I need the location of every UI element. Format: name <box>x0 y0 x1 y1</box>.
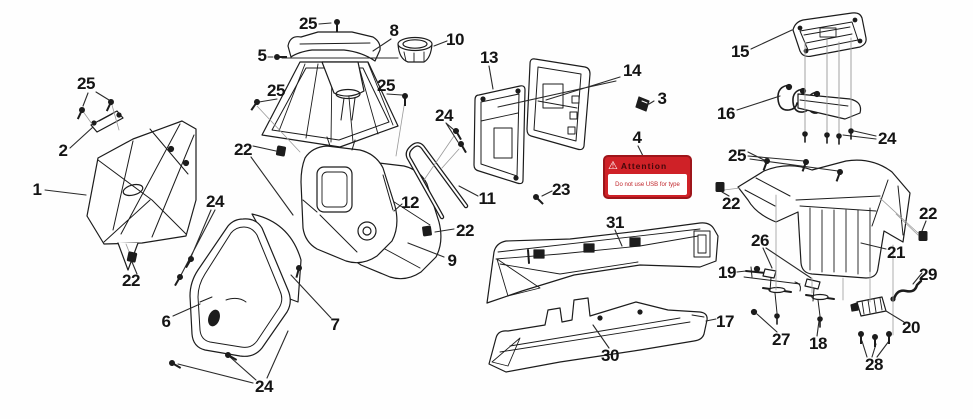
part-11-art <box>405 142 469 220</box>
part-2-art <box>90 110 124 133</box>
part-label-4: 4 <box>632 128 642 147</box>
part-label-30: 30 <box>601 346 619 365</box>
part-30-art <box>488 297 708 373</box>
part-label-9: 9 <box>447 251 457 270</box>
part-label-21: 21 <box>887 243 905 262</box>
part-13-art <box>473 85 526 185</box>
part-1-art <box>86 120 197 271</box>
part-31-art <box>486 222 719 304</box>
part-6-art <box>189 218 291 357</box>
part-3-art <box>635 96 650 112</box>
part-label-13: 13 <box>480 48 498 67</box>
part-label-14: 14 <box>623 61 641 80</box>
warning-body-text: Do not use USB for type <box>608 174 687 195</box>
part-20-art <box>850 296 887 317</box>
part-26-art <box>762 268 821 302</box>
part-label-11: 11 <box>478 189 496 208</box>
part-27-18-hardware <box>750 286 835 317</box>
part-label-25: 25 <box>377 76 395 95</box>
part-label-20: 20 <box>902 318 920 337</box>
leader-lines <box>44 22 927 384</box>
part-label-27: 27 <box>772 330 790 349</box>
part-label-24: 24 <box>878 129 896 148</box>
part-label-7: 7 <box>330 315 340 334</box>
part-label-25: 25 <box>728 146 746 165</box>
part-8-art <box>261 31 399 148</box>
part-label-10: 10 <box>446 30 464 49</box>
part-label-24: 24 <box>206 192 224 211</box>
part-label-24: 24 <box>435 106 453 125</box>
part-label-23: 23 <box>552 180 570 199</box>
part-label-8: 8 <box>389 21 399 40</box>
part-label-22: 22 <box>919 204 937 223</box>
warning-title: Attention <box>620 161 668 171</box>
part-label-22: 22 <box>722 194 740 213</box>
part-label-15: 15 <box>731 42 749 61</box>
part-label-26: 26 <box>751 231 769 250</box>
part-label-2: 2 <box>58 141 68 160</box>
part-29-art <box>890 279 923 302</box>
part-label-22: 22 <box>122 271 140 290</box>
part-14-art <box>526 58 591 151</box>
part-label-31: 31 <box>606 213 624 232</box>
part-label-29: 29 <box>919 265 937 284</box>
part-label-25: 25 <box>77 74 95 93</box>
part-15-art <box>792 12 867 58</box>
part-12-art <box>300 136 398 264</box>
part-label-5: 5 <box>257 46 267 65</box>
part-label-12: 12 <box>401 193 419 212</box>
part-label-6: 6 <box>161 312 171 331</box>
part-19-art <box>743 265 801 292</box>
part-label-22: 22 <box>456 221 474 240</box>
part-label-25: 25 <box>267 81 285 100</box>
part-label-16: 16 <box>717 104 735 123</box>
part-label-1: 1 <box>32 180 42 199</box>
warning-triangle-icon: ⚠ <box>608 159 618 172</box>
part-label-18: 18 <box>809 334 827 353</box>
part-label-19: 19 <box>718 263 736 282</box>
part-21-art <box>737 159 911 279</box>
part-label-3: 3 <box>657 89 667 108</box>
part-16-art <box>777 83 862 120</box>
part-label-17: 17 <box>716 312 734 331</box>
part-10-art <box>397 36 433 63</box>
part-label-28: 28 <box>865 355 883 374</box>
part-label-25: 25 <box>299 14 317 33</box>
warning-sticker-header: ⚠ Attention <box>608 159 687 173</box>
part-label-24: 24 <box>255 377 273 396</box>
part-16-rods <box>804 37 852 134</box>
part-label-22: 22 <box>234 140 252 159</box>
warning-sticker: ⚠ Attention Do not use USB for type <box>603 155 692 199</box>
